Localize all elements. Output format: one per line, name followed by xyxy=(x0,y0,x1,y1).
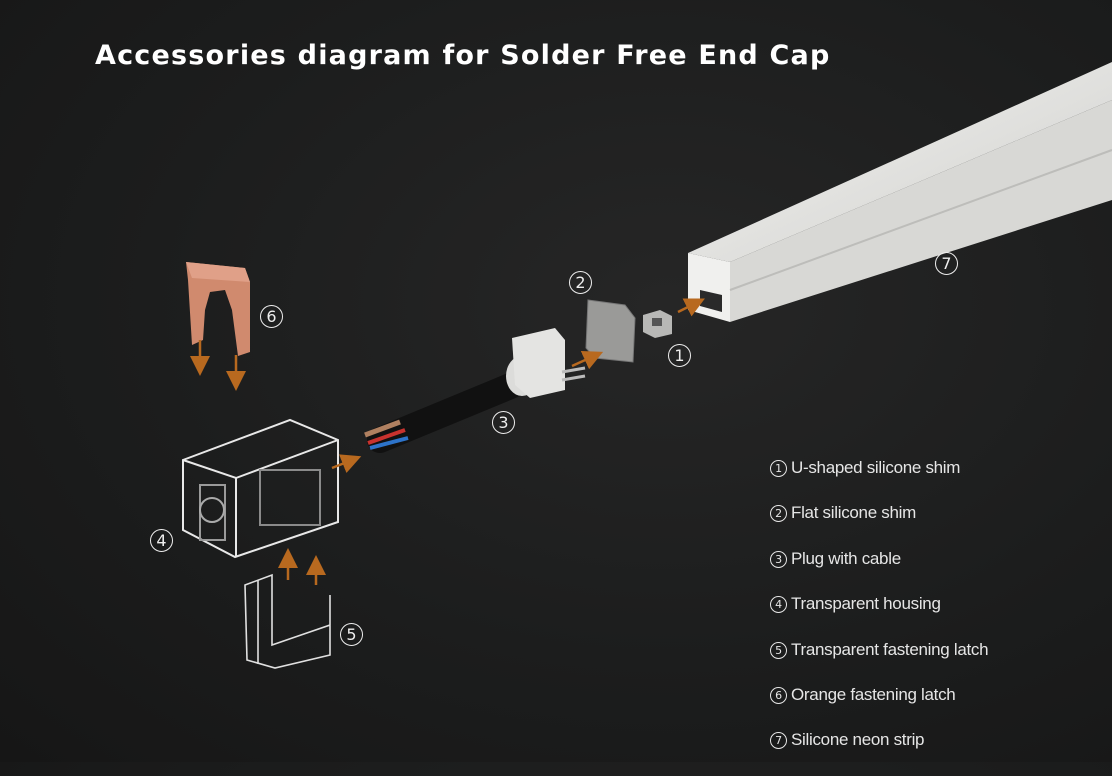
orange-latch xyxy=(186,262,250,356)
marker-5: 5 xyxy=(340,623,363,646)
legend-label: U-shaped silicone shim xyxy=(791,458,961,477)
transparent-latch xyxy=(244,573,331,669)
legend-label: Transparent fastening latch xyxy=(791,639,989,659)
legend-label: Plug with cable xyxy=(791,548,901,568)
assembly-arrows xyxy=(190,298,705,585)
legend-number: 4 xyxy=(770,596,787,614)
legend-number: 1 xyxy=(770,460,787,477)
legend-number: 6 xyxy=(770,686,787,704)
legend-label: Orange fastening latch xyxy=(791,684,956,704)
transparent-housing xyxy=(182,418,339,559)
marker-3: 3 xyxy=(492,411,515,434)
marker-2: 2 xyxy=(569,271,592,294)
marker-4: 4 xyxy=(150,529,173,552)
legend-number: 3 xyxy=(770,550,787,568)
flat-shim xyxy=(585,299,636,363)
marker-6: 6 xyxy=(260,305,283,328)
u-shaped-shim xyxy=(643,310,672,338)
legend-label: Transparent housing xyxy=(791,594,941,614)
diagram-title: Accessories diagram for Solder Free End … xyxy=(95,40,831,71)
marker-7: 7 xyxy=(935,252,958,275)
legend-label: Flat silicone shim xyxy=(791,503,916,523)
marker-1: 1 xyxy=(668,344,691,367)
legend-number: 5 xyxy=(770,641,787,659)
legend-number: 7 xyxy=(770,732,787,750)
neon-strip xyxy=(688,62,1112,322)
legend-label: Silicone neon strip xyxy=(791,730,925,750)
plug-with-cable xyxy=(364,328,586,453)
legend-number: 2 xyxy=(770,505,787,523)
